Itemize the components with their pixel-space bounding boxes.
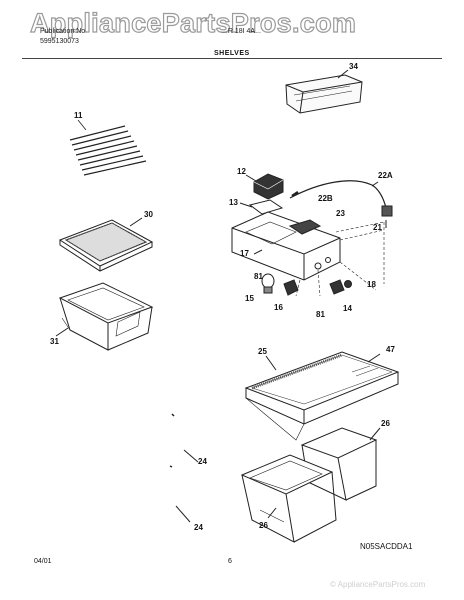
callout-16: 16 — [274, 303, 283, 312]
model-number: ...R 18I 4A... — [222, 28, 261, 35]
footer-watermark: © AppliancePartsPros.com — [330, 580, 426, 589]
callout-26-upper: 26 — [381, 419, 390, 428]
footer-date: 04/01 — [34, 558, 52, 565]
crisper-cover-drawing — [58, 217, 154, 272]
callout-15: 15 — [245, 294, 254, 303]
publication-label: Publication No — [40, 28, 86, 35]
callout-25: 25 — [258, 347, 267, 356]
door-bin-upper-drawing — [285, 69, 363, 114]
callout-23: 23 — [336, 209, 345, 218]
glass-shelf-drawing — [244, 351, 400, 441]
callout-30: 30 — [144, 210, 153, 219]
callout-31: 31 — [50, 337, 59, 346]
footer-page: 6 — [228, 558, 232, 565]
callout-17: 17 — [240, 249, 249, 258]
control-housing-drawing — [231, 211, 341, 281]
callout-11: 11 — [74, 111, 83, 120]
callout-18: 18 — [367, 280, 376, 289]
section-title: SHELVES — [214, 50, 250, 57]
crisper-pan-drawing — [55, 282, 154, 351]
crisper-drawers-drawing — [240, 427, 381, 543]
callout-47: 47 — [386, 345, 395, 354]
callout-81-bottom: 81 — [316, 310, 325, 319]
drawer-slide-leaders — [169, 413, 199, 523]
lamp-socket-drawing — [283, 279, 299, 296]
diagram-code: N05SACDDA1 — [360, 542, 413, 551]
publication-number: 5995130073 — [40, 38, 79, 45]
header-rule — [22, 58, 442, 59]
wire-harness-drawing — [289, 180, 387, 209]
callout-26-lower: 26 — [259, 521, 268, 530]
callout-13: 13 — [229, 198, 238, 207]
callout-22b: 22B — [318, 194, 333, 203]
callout-22a: 22A — [378, 171, 393, 180]
light-shield-drawing — [245, 173, 284, 200]
callout-12: 12 — [237, 167, 246, 176]
callout-21: 21 — [373, 223, 382, 232]
callout-81-left: 81 — [254, 272, 263, 281]
callout-34: 34 — [349, 62, 358, 71]
callout-14: 14 — [343, 304, 352, 313]
switch-drawing — [381, 205, 393, 228]
assembly-guide-lines — [295, 221, 385, 297]
knob-drawing — [329, 279, 352, 295]
callout-24-lower: 24 — [194, 523, 203, 532]
callout-24-upper: 24 — [198, 457, 207, 466]
wire-shelf-drawing — [69, 119, 147, 176]
light-bulb-drawing — [261, 273, 275, 294]
site-watermark: AppliancePartsPros.com — [29, 7, 357, 38]
bracket-drawing — [239, 199, 284, 215]
